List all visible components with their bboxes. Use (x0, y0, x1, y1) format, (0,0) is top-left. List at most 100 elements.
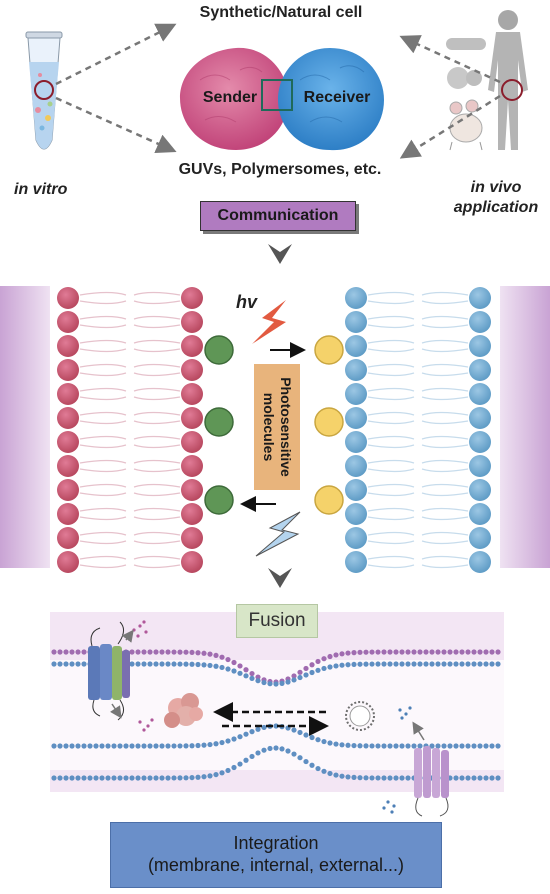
membrane-bead (435, 649, 441, 655)
membrane-bead (183, 743, 189, 749)
membrane-bead (141, 649, 147, 655)
lipid-head (345, 335, 367, 357)
membrane-bead (375, 649, 381, 655)
membrane-bead (345, 742, 351, 748)
membrane-bead (321, 656, 327, 662)
membrane-bead (369, 661, 375, 667)
membrane-bead (393, 661, 399, 667)
membrane-bead (165, 775, 171, 781)
membrane-bead (399, 775, 405, 781)
membrane-bead (99, 743, 105, 749)
membrane-bead (177, 775, 183, 781)
protein-cluster-icon (164, 693, 203, 728)
lipid-head (181, 503, 203, 525)
membrane-bead (231, 659, 237, 666)
membrane-bead (63, 775, 69, 781)
membrane-bead (369, 649, 375, 655)
lipid-head (469, 311, 491, 333)
membrane-bead (465, 775, 471, 781)
membrane-bead (495, 743, 501, 749)
lipid-head (469, 335, 491, 357)
membrane-bead (459, 743, 465, 749)
membrane-bead (165, 649, 171, 655)
membrane-bead (411, 661, 417, 667)
human-figure-icon (488, 10, 528, 150)
mouse-icon (449, 99, 483, 151)
membrane-bead (303, 665, 309, 672)
arrow-out (110, 703, 122, 719)
membrane-bead (237, 670, 243, 676)
membrane-bead (339, 651, 345, 657)
chevron-down-icon (268, 568, 292, 588)
membrane-bead (405, 775, 411, 781)
membrane-bead (231, 764, 237, 771)
membrane-bead (231, 736, 237, 742)
membrane-bead (123, 775, 129, 781)
membrane-bead (183, 661, 189, 667)
membrane-bead (333, 741, 339, 747)
membrane-bead (429, 743, 435, 749)
lipid-head (345, 383, 367, 405)
membrane-bead (219, 664, 225, 671)
vesicles-label: GUVs, Polymersomes, etc. (178, 161, 382, 178)
membrane-bead (153, 743, 159, 749)
membrane-bead (165, 661, 171, 667)
membrane-bead (51, 775, 57, 781)
membrane-bead (159, 743, 165, 749)
fusion-box: Fusion (236, 604, 318, 638)
lipid-head (345, 551, 367, 573)
lipid-head (345, 311, 367, 333)
membrane-bead (435, 661, 441, 667)
membrane-bead (171, 743, 177, 749)
membrane-bead (129, 649, 135, 655)
yellow-molecule (314, 407, 344, 437)
yellow-molecule (314, 485, 344, 515)
lipid-head (469, 383, 491, 405)
photosensitive-label: Photosensitive molecules (260, 364, 294, 490)
membrane-bead (429, 661, 435, 667)
membrane-bead (255, 678, 261, 684)
membrane-bead (399, 649, 405, 655)
hv-label: hv (236, 292, 258, 312)
membrane-bead (309, 762, 315, 768)
membrane-bead (219, 770, 225, 776)
membrane-bead (333, 772, 339, 778)
membrane-bead (195, 742, 201, 749)
membrane-bead (351, 774, 357, 780)
communication-box: Communication (200, 201, 356, 231)
membrane-bead (75, 649, 81, 655)
lipid-head (345, 407, 367, 429)
membrane-bead (195, 650, 201, 656)
membrane-bead (495, 775, 501, 781)
membrane-bead (261, 724, 267, 731)
arrow-tube-to-title (55, 23, 177, 86)
membrane-bead (363, 661, 369, 667)
membrane-bead (141, 661, 147, 667)
membrane-bead (489, 661, 495, 667)
membrane-bead (237, 761, 243, 767)
membrane-bead (357, 661, 363, 667)
arrow-body-to-title (399, 35, 501, 84)
vesicle-icon (345, 701, 375, 731)
junction-box (261, 79, 293, 111)
membrane-bead (303, 758, 309, 765)
membrane-bead (147, 649, 153, 655)
membrane-bead (201, 742, 207, 748)
membrane-bead (81, 649, 87, 655)
sender-label: Sender (202, 89, 258, 106)
sender-cell (180, 47, 289, 151)
membrane-bead (213, 771, 219, 778)
integration-line2: (membrane, internal, external...) (147, 855, 405, 875)
membrane-bead (297, 755, 303, 761)
membrane-bead (387, 661, 393, 667)
membrane-bead (135, 743, 141, 749)
membrane-bead (291, 673, 297, 679)
lipid-head (181, 551, 203, 573)
membrane-bead (153, 661, 159, 667)
membrane-bead (93, 775, 99, 781)
membrane-bead (69, 661, 75, 667)
lipid-head (469, 287, 491, 309)
membrane-bead (147, 743, 153, 749)
membrane-bead (327, 770, 333, 777)
membrane-bead (411, 743, 417, 749)
